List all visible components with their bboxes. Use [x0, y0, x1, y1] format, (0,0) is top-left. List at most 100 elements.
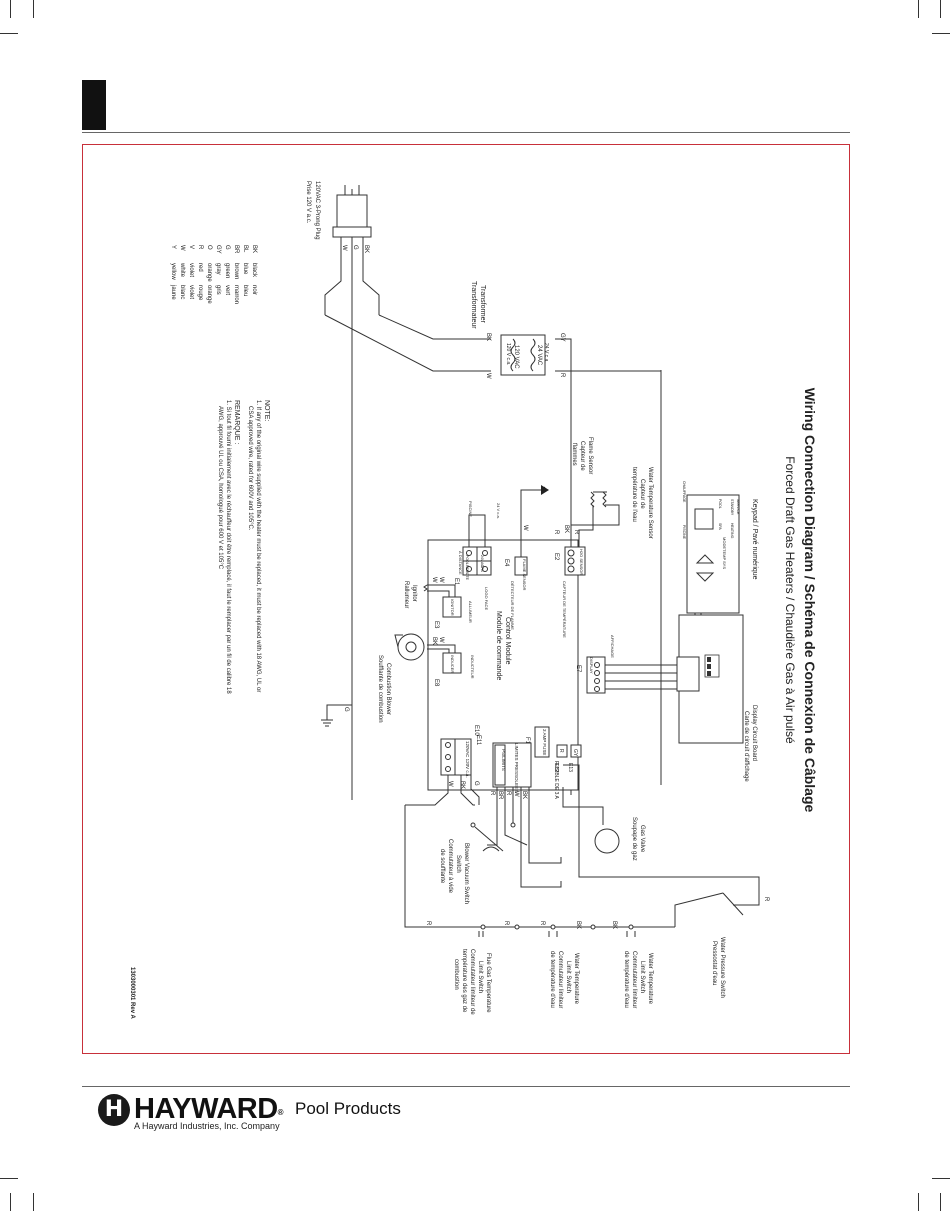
- limits-id: E11: [475, 735, 481, 746]
- transformer-wire-w: W: [485, 373, 491, 379]
- legend-code: W: [179, 245, 185, 251]
- transformer-lead-w: [324, 314, 491, 372]
- blower-switch-label: Blower Vacuum Switch: [463, 843, 469, 904]
- logo-face-label: LOGO FACE: [484, 587, 489, 610]
- legend-fr: blanc: [179, 285, 185, 299]
- keypad-standby: STANDBY: [730, 499, 734, 516]
- transformer-label-fr: Transformateur: [470, 281, 477, 329]
- crop-mark: [932, 33, 950, 34]
- water-sensor-connector: H2O SENSOR E2 CAPTEUR DE TEMPÉRATURE: [553, 546, 586, 638]
- chain-wire-bk2: BK: [611, 921, 617, 929]
- fuse-label: 3 AMP FUSE: [542, 729, 547, 755]
- crop-mark: [932, 1178, 950, 1179]
- power-connector-side: 24 V c.a.: [496, 503, 501, 519]
- display-board-label-fr: Carte de circuit d'affichage: [743, 711, 749, 782]
- ignitor-connector-fr: ALLUMEUR: [468, 601, 473, 623]
- hayward-logo: H HAYWARD® Pool Products A Hayward Indus…: [98, 1092, 438, 1134]
- note-line2: CSA approved wire, rated for 600V and 10…: [247, 406, 253, 531]
- brand-name: HAYWARD®: [134, 1092, 284, 1126]
- gas-connector-wire-r: R: [558, 749, 564, 753]
- fuse: 3 AMP FUSE F1 FUSIBLE DE 3 A: [524, 726, 559, 799]
- plug-pin-bk: BK: [363, 245, 369, 253]
- chain-wire-r1: R: [425, 921, 431, 926]
- limits-bar: PS/LIMITS: [501, 749, 506, 771]
- wiring-diagram-frame: Wiring Connection Diagram / Schéma de Co…: [82, 144, 850, 1054]
- chain-wire-r2: R: [503, 921, 509, 926]
- keypad-sub-fr2: PISCINE: [682, 525, 686, 540]
- flame-sensor-connector: FLAME SENSOR E4 DÉTECTEUR DE FLAMME: [503, 556, 528, 630]
- power-connector-cell-pool: POOL: [465, 555, 469, 565]
- legend-en: red: [197, 263, 203, 272]
- transformer: 24 VAC 24 V c.a. 120 VAC 120 V c.a. Tran…: [470, 281, 565, 379]
- diagram-subtitle: Forced Draft Gas Heaters / Chaudière Gas…: [783, 456, 797, 744]
- gas-connector-e12: E12: [553, 763, 559, 772]
- flue-gas-limit-switch: Flue Gas Temperature Limit Switch Commut…: [453, 949, 491, 1015]
- plug-pin-g: G: [352, 245, 358, 250]
- legend-en: violet: [188, 263, 194, 277]
- chain-wire-bk1: BK: [575, 921, 581, 929]
- legend-code: G: [224, 245, 230, 250]
- legend-en: yellow: [170, 263, 176, 280]
- keypad-sys: SYS: [722, 561, 727, 569]
- display-connector-id: E7: [575, 665, 581, 673]
- transformer-primary-fr: 120 V c.a.: [505, 343, 511, 366]
- legend-en: brown: [233, 263, 239, 279]
- gas-connector-wire-gy: GY: [572, 749, 578, 757]
- legend-fr: rouge: [197, 285, 203, 301]
- crop-mark: [33, 0, 34, 18]
- power-connector-side-fr: PISCINE: [468, 501, 473, 517]
- legend-fr: violet: [188, 285, 194, 299]
- blower-label: Combustion Blower: [385, 663, 391, 715]
- fuse-id: F1: [524, 737, 530, 745]
- registered-mark: ®: [277, 1108, 284, 1117]
- limits-label: LIMITES PRESSOLEES: [514, 743, 519, 792]
- output-wiring: W BK G R BR R W BK: [405, 764, 604, 888]
- legend-fr: jaune: [170, 284, 176, 300]
- keypad-heating: HEATING: [730, 523, 734, 539]
- blower-switch-fr1: Commutateur à vide: [447, 839, 453, 894]
- legend-fr: gris: [215, 285, 221, 295]
- ignitor-wire-1: W: [438, 577, 444, 583]
- legend-fr: bleu: [242, 285, 248, 296]
- power-connector-cell-remote: REMOTE: [465, 565, 469, 581]
- note-heading: NOTE:: [263, 400, 270, 421]
- inducer-connector: INDUCER E8 INDUCTEUR: [433, 652, 475, 687]
- ignitor-label: Ignitor: [411, 585, 417, 602]
- legend-code: BK: [251, 245, 257, 253]
- transformer-primary: 120 VAC: [513, 345, 519, 369]
- keypad-spa: SPA: [718, 523, 722, 530]
- wiring-diagram: Wiring Connection Diagram / Schéma de Co…: [129, 181, 818, 1019]
- ignitor-wire-2: W: [431, 577, 437, 583]
- header-rule: [82, 132, 850, 133]
- e11-wire-r1: R: [489, 791, 495, 796]
- power-connector-id: E1: [453, 578, 459, 586]
- limit1-fr2: de température d'eau: [623, 951, 629, 1008]
- transformer-wire-bk: BK: [485, 333, 491, 341]
- water-sensor-connector-fr: CAPTEUR DE TEMPÉRATURE: [562, 581, 567, 638]
- plug-label-fr: Prise 120 V a.c.: [305, 181, 311, 224]
- brand-text: HAYWARD: [134, 1093, 278, 1125]
- water-sensor-label-fr1: Capteur de: [639, 479, 645, 509]
- flue-fr1: Commutateur limiteur de: [469, 949, 475, 1015]
- keypad-pool: POOL: [718, 499, 722, 509]
- gas-valve-label-fr: Soupape de gaz: [631, 817, 637, 861]
- ignitor-connector-label: IGNITOR: [450, 599, 455, 616]
- diagram-title: Wiring Connection Diagram / Schéma de Co…: [802, 388, 818, 813]
- pressure-switch-label: Water Pressure Switch: [719, 937, 725, 998]
- flame-sensor-wire: W: [522, 525, 528, 531]
- limit2-label1: Water Temperature: [573, 953, 579, 1005]
- display-connector-fr: AFFICHAGE: [610, 635, 615, 658]
- water-pressure-switch: Water Pressure Switch Pressostat d'eau: [711, 937, 725, 998]
- ignitor-connector-id: E3: [433, 621, 439, 629]
- legend-fr: orange: [206, 285, 212, 304]
- legend-en: blue: [242, 263, 248, 275]
- legend-en: green: [224, 263, 230, 278]
- water-sensor-label: Water Temperature Sensor: [647, 467, 653, 539]
- chain-wire-r3: R: [539, 921, 545, 926]
- e11-wire-bk: BK: [521, 791, 527, 799]
- flame-sensor-label-fr2: flammes: [571, 443, 577, 466]
- flue-fr3: combustion: [453, 959, 459, 990]
- inducer-wire-w: W: [438, 637, 444, 643]
- control-module-label: Control Module: [504, 617, 511, 665]
- e11-wire-w: W: [513, 791, 519, 797]
